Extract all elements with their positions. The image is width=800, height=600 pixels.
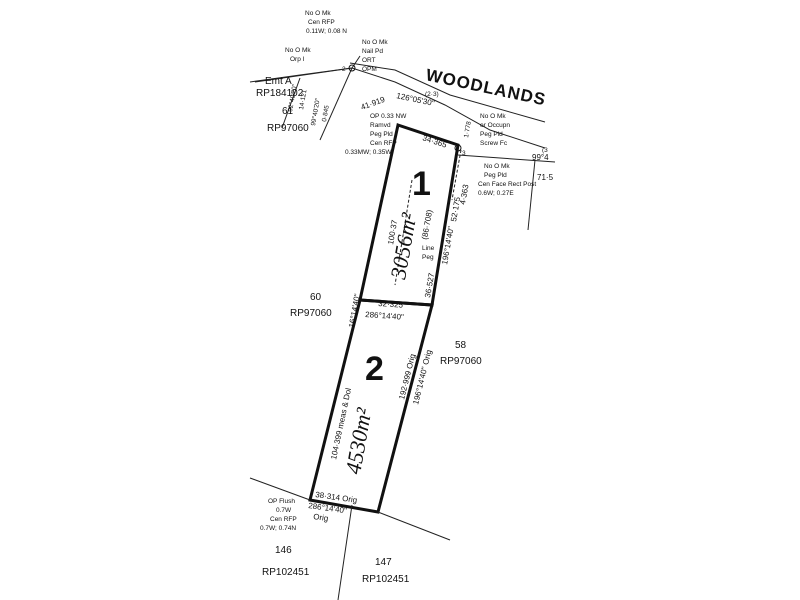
lot58-boundary-top: [457, 154, 556, 163]
note-linepeg-2: Peg: [422, 254, 434, 261]
note-nail-2: Nail Pd: [362, 48, 383, 55]
note-occup-2: or Occupn: [480, 122, 510, 129]
note-flush-4: 0.7W; 0.74N: [260, 525, 296, 532]
lot60-number: 60: [310, 292, 322, 303]
lot-corner-leader: [351, 55, 361, 69]
lot61-boundary: [319, 67, 353, 141]
note-east-4: 0.6W; 0.27E: [478, 190, 514, 197]
dim-lot1-east-small: 4·363: [458, 183, 471, 205]
dim-right-top-bracket: (3: [542, 147, 548, 154]
lot146-number: 146: [275, 545, 292, 556]
note-top-mark-2: Cen RFP: [308, 19, 335, 26]
note-nail-4: OPM: [362, 66, 377, 73]
dim-left-dim-b: 0·845: [321, 104, 331, 122]
dim-common-bearing: 286°14'40": [365, 310, 404, 322]
dim-corner-measure: 41·919: [360, 95, 387, 112]
lot61-plan: RP97060: [267, 123, 309, 134]
lot146-plan: RP102451: [262, 567, 310, 578]
lot2-boundary: [308, 298, 434, 514]
dim-lot1-east: 52·175: [449, 196, 462, 223]
dim-lot1-north: 34·365: [421, 133, 448, 149]
dim-corner-bracket: (2·3): [425, 91, 439, 98]
note-east-1: No O Mk: [484, 163, 510, 170]
south-boundary-west: [249, 477, 311, 501]
lot60-plan: RP97060: [290, 308, 332, 319]
road-boundary-line-upper: [349, 62, 546, 123]
dim-south-orig: Orig: [313, 512, 329, 523]
lot61-boundary-2: [281, 77, 301, 129]
lot2-number: 2: [365, 350, 384, 388]
note-left-mark-1: No O Mk: [285, 47, 311, 54]
lot146-147-division: [337, 504, 353, 600]
note-nail-3: ORT: [362, 57, 376, 64]
note-occup-3: Peg Pld: [480, 131, 503, 138]
note-linepeg-1: Line: [422, 245, 435, 252]
note-flush-3: Cen RFP: [270, 516, 297, 523]
lot61-number: 61: [282, 106, 294, 117]
emt-label: Emt A: [265, 76, 292, 87]
note-occup-4: Screw Fc: [480, 140, 508, 147]
dim-west-bearing: 16°14'40": [347, 293, 362, 328]
dim-lot1-common: 32·325: [378, 299, 404, 310]
lot58-boundary-right: [527, 159, 536, 231]
note-flush-2: 0.7W: [276, 507, 292, 514]
note-pt-3: 3: [462, 150, 466, 157]
survey-mark-3: [454, 144, 462, 152]
dim-north-small: 1·778: [463, 120, 473, 138]
note-east-2: Peg Pld: [484, 172, 507, 179]
lot58-plan: RP97060: [440, 356, 482, 367]
note-op-5: 0.33MW; 0.35W: [345, 149, 392, 156]
emt-plan: RP184102: [256, 88, 304, 99]
south-boundary-east: [377, 511, 451, 541]
note-pt-2: 2: [342, 66, 346, 73]
dim-right-measure: 71·5: [537, 173, 554, 182]
note-top-mark-1: No O Mk: [305, 10, 331, 17]
dim-left-dim-a: 14·121: [298, 89, 308, 111]
lot1-number: 1: [412, 165, 431, 203]
note-nail-1: No O Mk: [362, 39, 388, 46]
note-flush-1: OP Flush: [268, 498, 295, 505]
lot1-east-dash: [451, 149, 462, 201]
dim-lot1-west: 100·37: [386, 219, 399, 246]
note-top-mark-3: 0.11W; 0.08 N: [306, 28, 347, 35]
note-op-3: Peg Pld: [370, 131, 393, 138]
note-op-1: OP 0.33 NW: [370, 113, 407, 120]
note-occup-1: No O Mk: [480, 113, 506, 120]
note-east-3: Cen Face Rect Post: [478, 181, 536, 188]
lot147-number: 147: [375, 557, 392, 568]
lot1-inner-line: [394, 179, 413, 286]
emt-boundary: [254, 67, 353, 83]
survey-mark-2: [348, 64, 356, 72]
road-name: WOODLANDS: [424, 65, 548, 109]
lot58-number: 58: [455, 340, 467, 351]
dim-lot1-inner: (86·708): [420, 209, 434, 241]
dim-right-bearing-top: 99°4: [532, 153, 549, 162]
note-left-mark-2: Orp I: [290, 56, 305, 63]
note-op-4: Cen RFP: [370, 140, 397, 147]
dim-lot1-east-lower: 36·527: [423, 272, 436, 299]
lot147-plan: RP102451: [362, 574, 410, 585]
note-op-2: Ramvd: [370, 122, 391, 129]
